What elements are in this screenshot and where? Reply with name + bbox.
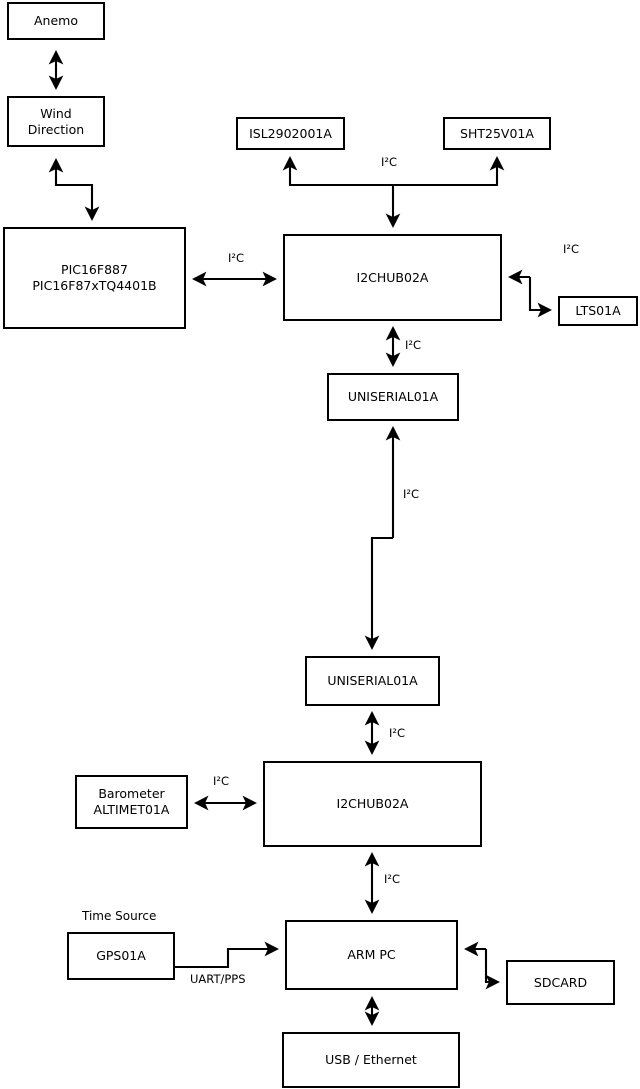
- node-lts01a-label: LTS01A: [575, 303, 621, 319]
- wire-label-uart-pps: UART/PPS: [190, 972, 246, 986]
- node-i2chub02a-bottom-label: I2CHUB02A: [336, 796, 409, 812]
- connector-armpc-sdcard-out: [484, 949, 500, 990]
- connector-wind-pic: [48, 158, 100, 221]
- connector-uniserial-link-down: [364, 536, 393, 650]
- node-uniserial01a-bottom[interactable]: UNISERIAL01A: [305, 656, 440, 706]
- node-usb-ethernet-label: USB / Ethernet: [325, 1052, 417, 1068]
- wire-label-text: I²C: [384, 872, 401, 886]
- wire-label-i2c-hub-uniserial: I²C: [405, 338, 421, 352]
- node-pic-mcu-label: PIC16F887 PIC16F87xTQ4401B: [32, 262, 157, 293]
- connector-hub-lts-out: [528, 277, 552, 318]
- wire-label-i2c-sensors-hub: I²C: [381, 155, 397, 169]
- node-i2chub02a-bottom[interactable]: I2CHUB02A: [263, 761, 482, 847]
- node-isl2902001a[interactable]: ISL2902001A: [236, 117, 345, 150]
- node-sht25v01a-label: SHT25V01A: [460, 125, 534, 141]
- wire-label-i2c-uniserial-hub2: I²C: [389, 726, 405, 740]
- annotation-text: Time Source: [82, 909, 157, 923]
- node-i2chub02a-top[interactable]: I2CHUB02A: [283, 234, 502, 321]
- node-pic-mcu[interactable]: PIC16F887 PIC16F87xTQ4401B: [3, 227, 186, 329]
- node-wind-direction[interactable]: Wind Direction: [7, 96, 105, 147]
- connector-hub-sht: [393, 156, 505, 187]
- connector-gps-armpc: [175, 941, 279, 969]
- node-i2chub02a-top-label: I2CHUB02A: [356, 269, 429, 285]
- node-anemo-label: Anemo: [34, 13, 78, 29]
- node-uniserial01a-bottom-label: UNISERIAL01A: [327, 673, 418, 689]
- node-arm-pc[interactable]: ARM PC: [285, 920, 458, 990]
- wire-label-text: I²C: [381, 155, 398, 169]
- node-uniserial01a-top[interactable]: UNISERIAL01A: [327, 373, 459, 421]
- wire-label-text: I²C: [403, 487, 420, 501]
- node-gps01a[interactable]: GPS01A: [67, 932, 175, 980]
- node-sdcard[interactable]: SDCARD: [506, 960, 615, 1005]
- wire-label-i2c-uniserial-link: I²C: [403, 487, 419, 501]
- wire-label-i2c-hub-lts: I²C: [563, 242, 579, 256]
- node-wind-direction-label: Wind Direction: [27, 105, 85, 137]
- node-lts01a[interactable]: LTS01A: [558, 296, 638, 326]
- wire-label-text: I²C: [563, 242, 580, 256]
- node-usb-ethernet[interactable]: USB / Ethernet: [282, 1032, 460, 1088]
- wire-label-i2c-pic-hub: I²C: [228, 251, 244, 265]
- node-anemo[interactable]: Anemo: [7, 2, 105, 40]
- node-sht25v01a[interactable]: SHT25V01A: [443, 117, 551, 150]
- node-arm-pc-label: ARM PC: [347, 947, 396, 963]
- node-barometer-altimet01a-label: Barometer ALTIMET01A: [93, 786, 170, 817]
- annotation-time-source: Time Source: [82, 909, 156, 923]
- node-barometer-altimet01a[interactable]: Barometer ALTIMET01A: [75, 775, 188, 829]
- node-isl2902001a-label: ISL2902001A: [249, 125, 332, 141]
- node-uniserial01a-top-label: UNISERIAL01A: [347, 389, 439, 405]
- wire-label-text: UART/PPS: [190, 972, 246, 986]
- connector-hub-isl: [282, 156, 393, 187]
- wire-label-text: I²C: [228, 251, 245, 265]
- wire-label-text: I²C: [213, 774, 230, 788]
- wire-label-text: I²C: [389, 726, 406, 740]
- node-sdcard-label: SDCARD: [533, 974, 588, 990]
- wire-label-i2c-hub2-armpc: I²C: [384, 872, 400, 886]
- wire-label-text: I²C: [405, 338, 422, 352]
- node-gps01a-label: GPS01A: [96, 948, 146, 964]
- wire-label-i2c-baro-hub2: I²C: [213, 774, 229, 788]
